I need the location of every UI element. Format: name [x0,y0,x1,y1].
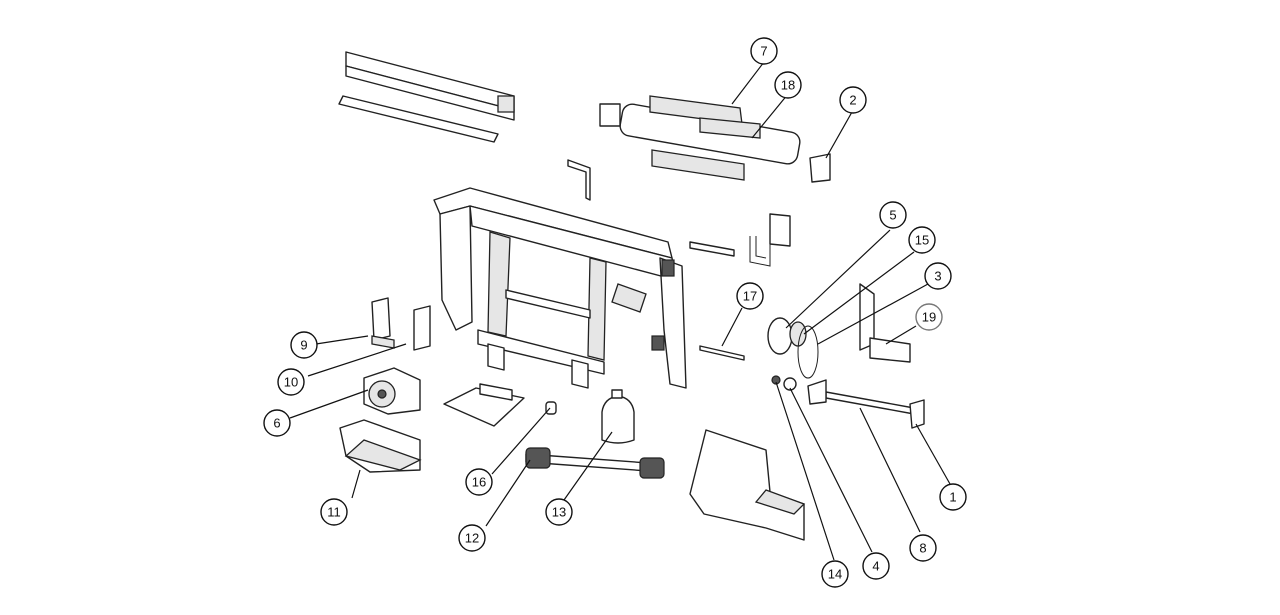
main-frame [433,187,687,389]
callout-label: 18 [781,78,795,93]
callout-18: 18 [774,71,802,99]
callout-13: 13 [545,498,573,526]
large-guard [689,429,806,541]
callout-5: 5 [879,201,907,229]
callout-4: 4 [862,552,890,580]
callout-11: 11 [320,498,348,526]
callout-label: 2 [849,93,856,108]
callout-label: 11 [327,505,341,520]
hydraulic-motor [363,367,421,415]
small-plate-and-clip [689,213,791,267]
callout-19: 19 [915,303,943,331]
oil-jug [601,389,635,444]
callout-2: 2 [839,86,867,114]
small-bracket [567,159,591,201]
roller-assembly [599,95,831,183]
callout-1: 1 [939,483,967,511]
callout-9: 9 [290,331,318,359]
callout-label: 1 [949,490,956,505]
sprocket-and-chain [767,317,819,379]
callout-label: 3 [934,269,941,284]
callout-label: 17 [743,289,757,304]
top-channel-strip [338,51,515,143]
callout-label: 19 [922,310,936,325]
callout-label: 16 [472,475,486,490]
leader-lines [289,61,951,561]
callout-label: 14 [828,567,842,582]
callout-8: 8 [909,534,937,562]
callout-label: 7 [760,44,767,59]
callout-6: 6 [263,409,291,437]
callout-label: 8 [919,541,926,556]
side-panel [859,283,911,363]
callout-7: 7 [750,37,778,65]
callout-label: 12 [465,531,479,546]
drive-shaft [525,447,665,479]
callout-label: 5 [889,208,896,223]
callout-label: 9 [300,338,307,353]
callout-label: 10 [284,375,298,390]
callout-label: 15 [915,233,929,248]
shaft-and-bearings [771,375,925,429]
callout-16: 16 [465,468,493,496]
callout-10: 10 [277,368,305,396]
callout-label: 6 [273,416,280,431]
callout-15: 15 [908,226,936,254]
fitting [545,401,557,415]
mount-brackets [371,297,431,351]
callout-12: 12 [458,524,486,552]
rod [699,345,745,361]
callout-17: 17 [736,282,764,310]
callout-label: 13 [552,505,566,520]
drip-tray [339,419,422,473]
callout-label: 4 [872,559,879,574]
callout-14: 14 [821,560,849,588]
center-plate [443,383,525,427]
callout-3: 3 [924,262,952,290]
